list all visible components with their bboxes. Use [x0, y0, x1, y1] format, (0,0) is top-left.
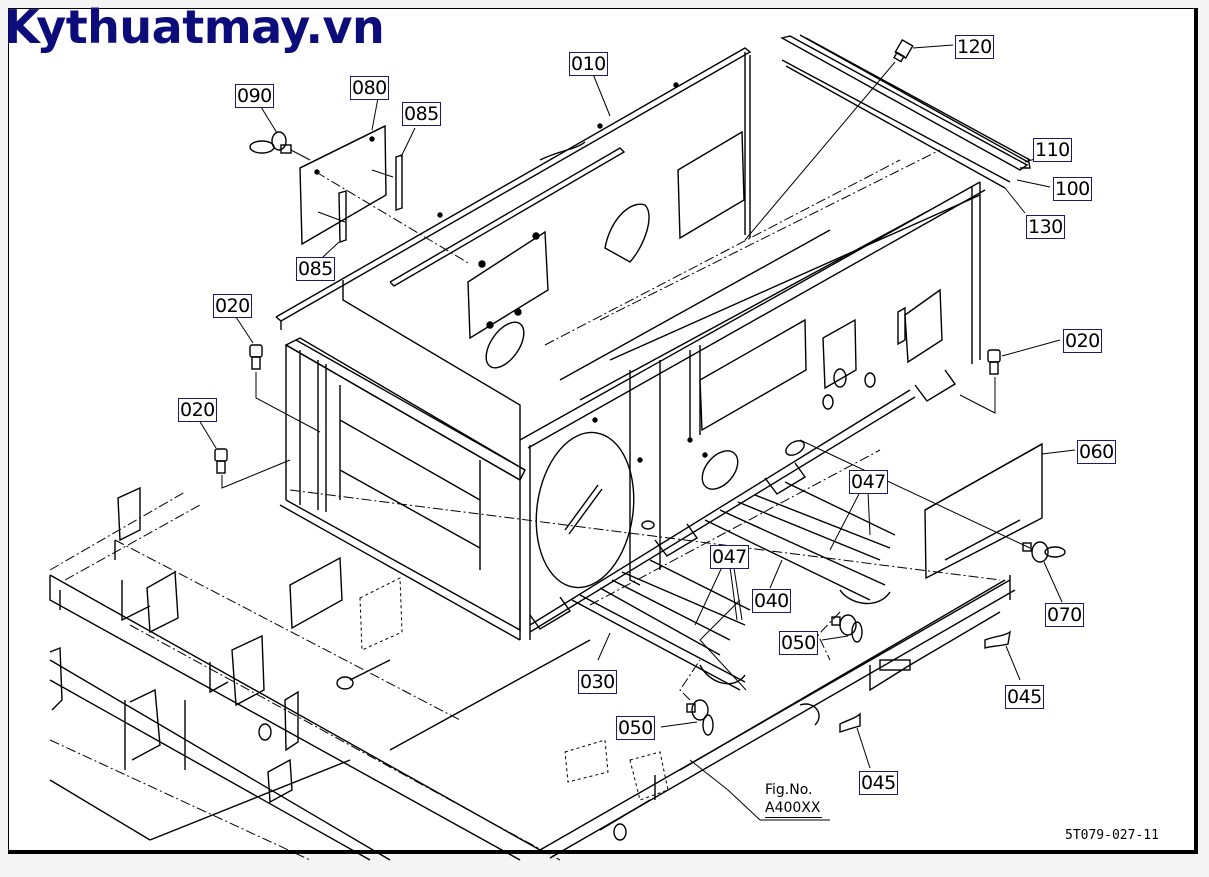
- callout-047[interactable]: 047: [710, 545, 749, 569]
- part-030-tray: [571, 559, 751, 691]
- figure-caption: Fig.No.: [765, 782, 813, 798]
- part-040-tray: [704, 481, 896, 605]
- callout-070[interactable]: 070: [1045, 603, 1084, 627]
- document-reference: 5T079-027-11: [1065, 828, 1159, 843]
- callout-085[interactable]: 085: [402, 102, 441, 126]
- brand-watermark: Kythuatmay.vn: [4, 0, 385, 54]
- callout-047[interactable]: 047: [849, 470, 888, 494]
- part-045-clips: [839, 630, 1021, 769]
- part-100-110-130-rails: [780, 34, 1059, 214]
- part-047-strips: [694, 491, 871, 626]
- figure-reference: Fig.No. A400XX: [765, 781, 823, 818]
- callout-020[interactable]: 020: [213, 294, 252, 318]
- part-010-side-panel: [275, 47, 752, 330]
- part-060-cover-panel: [799, 439, 1076, 580]
- part-085-strips: [321, 127, 416, 259]
- callout-085[interactable]: 085: [296, 257, 335, 281]
- callout-010[interactable]: 010: [569, 52, 608, 76]
- drawing-sheet: [8, 8, 1198, 854]
- callout-130[interactable]: 130: [1026, 215, 1065, 239]
- part-050-wing-bolts: [660, 611, 863, 736]
- part-120-bolt: [744, 38, 954, 241]
- callout-090[interactable]: 090: [235, 84, 274, 108]
- callout-100[interactable]: 100: [1053, 177, 1092, 201]
- callout-050[interactable]: 050: [779, 631, 818, 655]
- chassis-frame: [49, 449, 1016, 861]
- callout-110[interactable]: 110: [1033, 138, 1072, 162]
- figure-number: A400XX: [765, 800, 823, 818]
- part-080-cover-plate: [299, 124, 394, 246]
- callout-leaders: [371, 73, 830, 821]
- callout-045[interactable]: 045: [859, 771, 898, 795]
- part-070-wing-bolt: [1022, 541, 1066, 603]
- part-090-wing-bolt: [249, 106, 471, 265]
- callout-020[interactable]: 020: [178, 398, 217, 422]
- callout-030[interactable]: 030: [578, 670, 617, 694]
- callout-050[interactable]: 050: [616, 716, 655, 740]
- main-frame-rails: [279, 149, 986, 641]
- callout-060[interactable]: 060: [1077, 440, 1116, 464]
- callout-020[interactable]: 020: [1063, 329, 1102, 353]
- part-020-bolts: [198, 316, 1061, 489]
- callout-040[interactable]: 040: [752, 589, 791, 613]
- interior-plates: [467, 130, 745, 369]
- callout-045[interactable]: 045: [1005, 685, 1044, 709]
- callout-080[interactable]: 080: [350, 76, 389, 100]
- callout-120[interactable]: 120: [955, 35, 994, 59]
